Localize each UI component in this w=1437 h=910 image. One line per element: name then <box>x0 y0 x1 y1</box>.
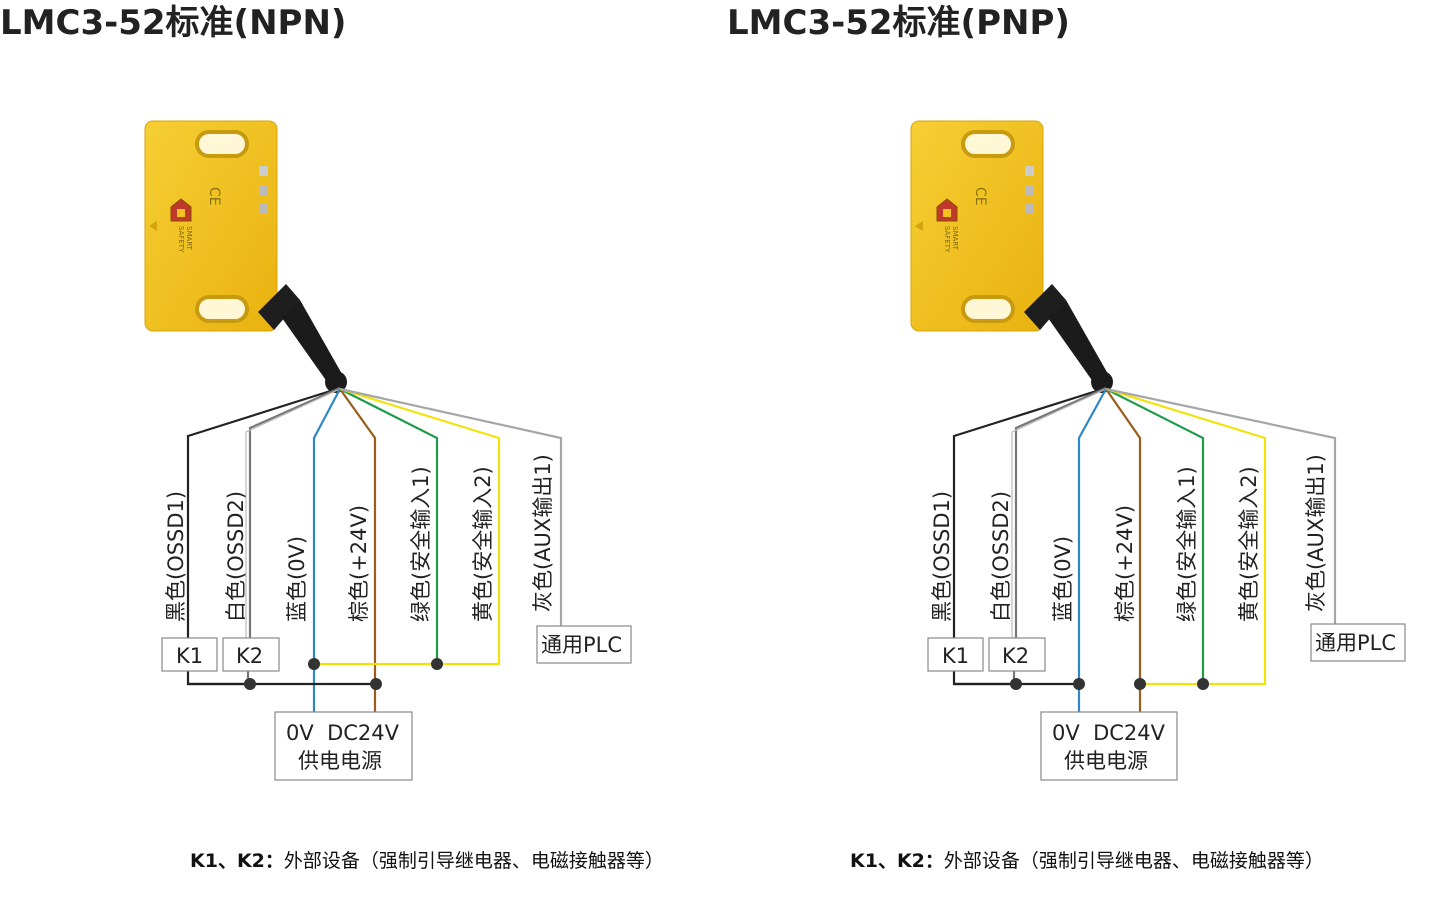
svg-text:K1: K1 <box>176 644 203 668</box>
wire-brown <box>1105 388 1142 712</box>
power-supply-box: 0V DC24V 供电电源 <box>1040 711 1178 781</box>
ce-mark: CE <box>972 187 988 206</box>
wire-brown <box>339 388 377 712</box>
k2-box: K2 <box>222 637 280 672</box>
svg-text:0V DC24V: 0V DC24V <box>286 721 400 745</box>
panel-title: LMC3-52标准(PNP) <box>727 3 1070 43</box>
svg-text:K2: K2 <box>236 644 263 668</box>
sensing-arrow <box>915 221 923 231</box>
wire-label-gray: 灰色(AUX输出1) <box>1304 454 1328 612</box>
sensor-body <box>910 120 1044 332</box>
footnote: K1、K2：外部设备（强制引导继电器、电磁接触器等） <box>190 850 664 872</box>
panel-title: LMC3-52标准(NPN) <box>0 3 346 43</box>
brand-line-2: SAFETY <box>943 226 951 253</box>
wire-green <box>339 388 439 664</box>
k2-box: K2 <box>988 637 1046 672</box>
junction-dot <box>370 678 382 690</box>
led-window-3 <box>259 204 268 214</box>
svg-text:供电电源: 供电电源 <box>1064 749 1148 773</box>
wire-label-yellow: 黄色(安全输入2) <box>1237 466 1261 622</box>
wire-blue <box>312 388 341 712</box>
led-window-3 <box>1025 204 1034 214</box>
wire-label-green: 绿色(安全输入1) <box>1175 466 1199 622</box>
junction-dot <box>308 658 320 670</box>
wire-blue <box>1077 388 1107 712</box>
sensor-device: SMART SAFETY CE <box>144 120 278 332</box>
wires <box>186 386 563 712</box>
junction-dot <box>1010 678 1022 690</box>
wire-label-green: 绿色(安全输入1) <box>409 466 433 622</box>
led-window-2 <box>1025 185 1034 195</box>
mounting-hole-top <box>195 130 249 158</box>
wire-label-blue: 蓝色(0V) <box>1051 536 1075 622</box>
safety-shield-logo-icon <box>936 198 958 222</box>
footnote: K1、K2：外部设备（强制引导继电器、电磁接触器等） <box>850 850 1324 872</box>
mounting-hole-bottom <box>961 295 1015 323</box>
sensor-body <box>144 120 278 332</box>
wire-label-blue: 蓝色(0V) <box>285 536 309 622</box>
mounting-hole-top <box>961 130 1015 158</box>
plc-box: 通用PLC <box>1310 623 1406 662</box>
led-window-2 <box>259 185 268 195</box>
wire-yellow <box>314 387 501 666</box>
svg-text:K2: K2 <box>1002 644 1029 668</box>
junction-dot <box>1134 678 1146 690</box>
svg-text:K1: K1 <box>942 644 969 668</box>
power-supply-box: 0V DC24V 供电电源 <box>274 711 413 781</box>
sensing-arrow <box>149 221 157 231</box>
wire-gray <box>1105 387 1337 626</box>
wire-label-white: 白色(OSSD2) <box>989 491 1013 622</box>
wire-label-brown: 棕色(+24V) <box>1113 505 1137 622</box>
safety-shield-logo-icon <box>170 198 192 222</box>
k1-box: K1 <box>161 637 218 672</box>
junction-dot <box>431 658 443 670</box>
plc-box: 通用PLC <box>536 625 632 664</box>
k1-box: K1 <box>927 637 984 672</box>
junction-dot <box>1197 678 1209 690</box>
brand-line-2: SAFETY <box>177 226 185 253</box>
wire-label-black: 黑色(OSSD1) <box>930 491 954 622</box>
panel-pnp: LMC3-52标准(PNP) SMART SAFETY CE <box>727 3 1406 872</box>
wire-white <box>248 386 341 640</box>
svg-text:供电电源: 供电电源 <box>298 749 382 773</box>
ce-mark: CE <box>206 187 222 206</box>
wire-white <box>1014 386 1107 640</box>
wire-gray <box>339 387 563 628</box>
sensor-cable <box>258 284 347 393</box>
wire-label-black: 黑色(OSSD1) <box>164 491 188 622</box>
wire-green <box>1105 388 1205 684</box>
wire-white-2 <box>245 388 341 640</box>
sensor-cable <box>1024 284 1113 393</box>
wire-label-yellow: 黄色(安全输入2) <box>471 466 495 622</box>
svg-text:0V DC24V: 0V DC24V <box>1052 721 1166 745</box>
panel-npn: LMC3-52标准(NPN) SMART SAFETY CE <box>0 3 664 872</box>
sensor-device: SMART SAFETY CE <box>910 120 1044 332</box>
led-window-1 <box>1025 166 1034 176</box>
svg-text:通用PLC: 通用PLC <box>541 633 622 657</box>
led-window-1 <box>259 166 268 176</box>
wire-label-brown: 棕色(+24V) <box>347 505 371 622</box>
brand-line-1: SMART <box>951 226 959 251</box>
junction-dot <box>244 678 256 690</box>
mounting-hole-bottom <box>195 295 249 323</box>
junction-dot <box>1073 678 1085 690</box>
wire-white-2 <box>1011 388 1107 640</box>
wire-label-white: 白色(OSSD2) <box>224 491 248 622</box>
svg-text:通用PLC: 通用PLC <box>1315 631 1396 655</box>
brand-line-1: SMART <box>185 226 193 251</box>
wire-label-gray: 灰色(AUX输出1) <box>531 454 555 612</box>
